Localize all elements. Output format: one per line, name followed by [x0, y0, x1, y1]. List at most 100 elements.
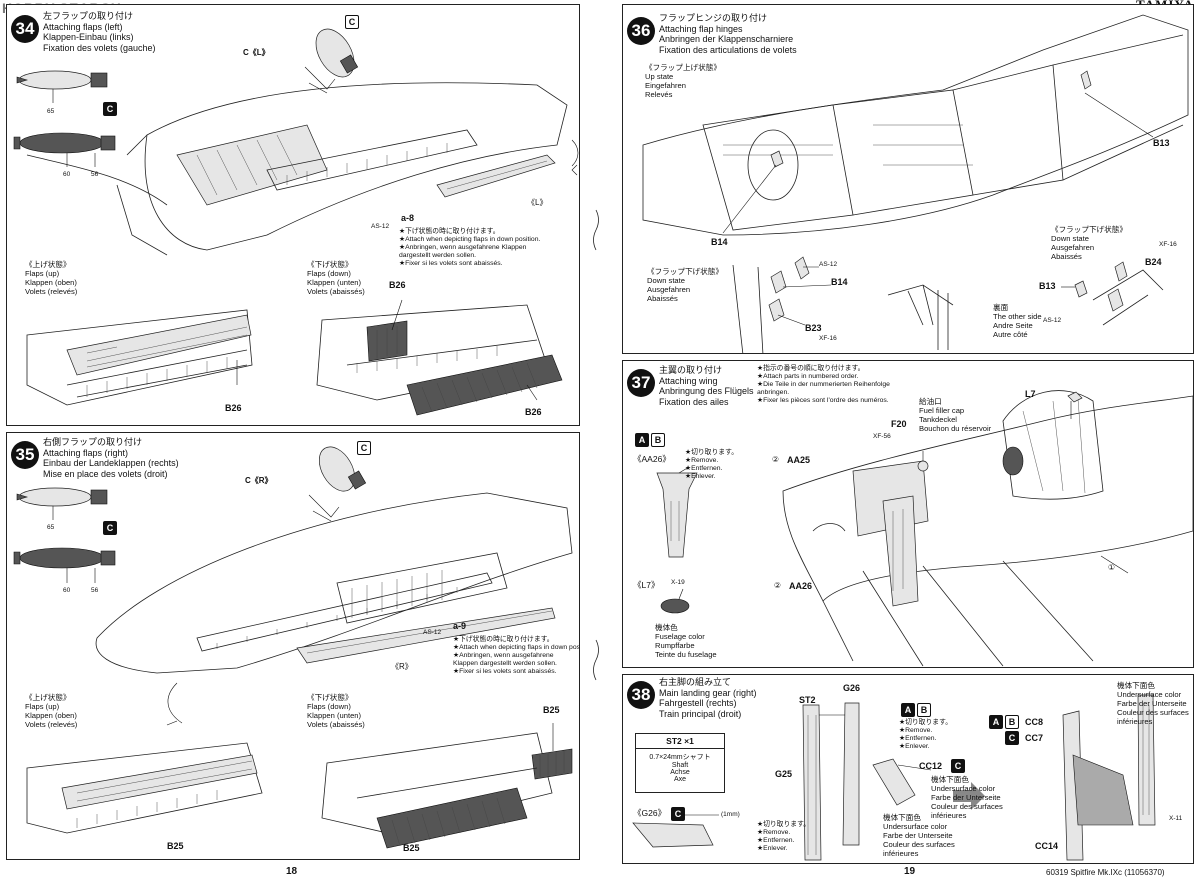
callout-60: 60	[63, 171, 71, 178]
remove-note-b: ★切り取ります。★Remove.★Entfernen.★Enlever.	[757, 821, 810, 852]
step-34-number: 34	[11, 15, 39, 43]
flaps-down-caption: 《下げ状態》Flaps (down)Klappen (unten)Volets …	[307, 260, 365, 296]
label-x11: X-11	[1169, 815, 1183, 822]
flaps-up-drawing	[26, 309, 253, 406]
step-37-note: ★指示の番号の順に取り付けます。★Attach parts in numbere…	[757, 365, 890, 404]
gear-leg-a	[802, 702, 860, 861]
flaps-up-caption: 《上げ状態》Flaps (up)Klappen (oben)Volets (re…	[25, 693, 78, 729]
step-38-drawing	[632, 694, 1156, 861]
callout-65: 65	[47, 524, 55, 531]
remove-note-a: ★切り取ります。★Remove.★Entfernen.★Enlever.	[899, 719, 952, 750]
shaft-line-1: 0.7×24mmシャフト	[649, 754, 711, 761]
part-tag-a: A	[901, 703, 915, 717]
label-b13-b: B13	[1039, 281, 1056, 291]
part-tag-c-top: C	[345, 15, 359, 29]
part-tag-c: C	[103, 521, 117, 535]
flaps-down-drawing	[321, 723, 573, 849]
part-tag-c-cc7: C	[1005, 731, 1019, 745]
callout-60: 60	[63, 587, 71, 594]
one-mm-label: (1mm)	[721, 811, 740, 818]
hinge-detail-b	[887, 284, 954, 350]
label-as12-b: AS-12	[1043, 317, 1062, 324]
step-37-number: 37	[627, 369, 655, 397]
label-b26-c: B26	[525, 407, 542, 417]
label-xf16-a: XF-16	[819, 335, 837, 342]
page-number-left: 18	[286, 866, 298, 877]
aa26-title: 《AA26》	[633, 454, 671, 464]
part-tag-b-cc8: B	[1005, 715, 1019, 729]
flaps-down-drawing	[316, 299, 563, 416]
bomb-side-view	[16, 487, 108, 520]
flaps-up-drawing	[26, 742, 263, 834]
shaft-head: ST2 ×1	[636, 734, 724, 749]
label-f20: F20	[891, 419, 907, 429]
label-b26-a: B26	[225, 403, 242, 413]
part-tag-c-g26: C	[671, 807, 685, 821]
step-36-drawing	[642, 14, 1189, 353]
aa26-remove-note: ★切り取ります。★Remove.★Entfernen.★Enlever.	[685, 449, 738, 480]
part-tag-b: B	[917, 703, 931, 717]
callout-a9: a-9	[453, 621, 467, 631]
callout-56: 56	[91, 171, 99, 178]
wing-hinge-drawing	[642, 14, 1189, 236]
bomb-lower-view	[13, 547, 116, 583]
label-g26: G26	[843, 683, 861, 693]
g26-title: 《G26》	[633, 808, 667, 818]
step-38-number: 38	[627, 681, 655, 709]
footer-right: 60319 Spitfire Mk.IXc (11056370)	[1046, 868, 1165, 877]
label-xf56: XF-56	[873, 433, 891, 440]
callout-l: 《L》	[527, 198, 548, 207]
step-34-note: ★下げ状態の時に取り付けます。★Attach when depicting fl…	[399, 228, 541, 267]
callout-a8: a-8	[401, 213, 415, 223]
label-aa25: AA25	[787, 455, 811, 465]
shaft-line-2: Shaft	[671, 762, 689, 769]
part-tag-c-top: C	[357, 441, 371, 455]
bomb-dropping	[308, 446, 367, 522]
callout-as12: AS-12	[423, 629, 442, 636]
step-37-drawing	[656, 390, 1193, 667]
hinge-detail-c	[1061, 261, 1164, 326]
part-tag-b: B	[651, 433, 665, 447]
page-number-right: 19	[904, 866, 916, 877]
order-2a: ②	[771, 455, 780, 464]
callout-c-r: C《R》	[245, 476, 273, 485]
label-b26-b: B26	[389, 280, 406, 290]
step-36-number: 36	[627, 17, 655, 45]
flaps-down-caption: 《下げ状態》Flaps (down)Klappen (unten)Volets …	[307, 693, 365, 729]
step-35-note: ★下げ状態の時に取り付けます。★Attach when depicting fl…	[453, 636, 580, 675]
label-aa26: AA26	[789, 581, 813, 591]
label-cc14: CC14	[1035, 841, 1059, 851]
callout-as12: AS-12	[371, 223, 390, 230]
hinge-detail-a	[732, 256, 832, 353]
label-xf16-b: XF-16	[1159, 241, 1177, 248]
part-tag-a-cc8: A	[989, 715, 1003, 729]
callout-c-l: C《L》	[243, 48, 270, 57]
callout-56: 56	[91, 587, 99, 594]
shaft-line-3: Achse	[670, 769, 690, 776]
wing-drawing	[95, 492, 573, 726]
label-b25-b: B25	[543, 705, 560, 715]
l7-part	[660, 588, 690, 614]
fuselage-drawing	[782, 390, 1193, 667]
g26-part	[632, 814, 719, 848]
label-b25-a: B25	[167, 841, 184, 851]
gear-leg-b	[872, 758, 932, 806]
callout-r: 《R》	[391, 662, 413, 671]
